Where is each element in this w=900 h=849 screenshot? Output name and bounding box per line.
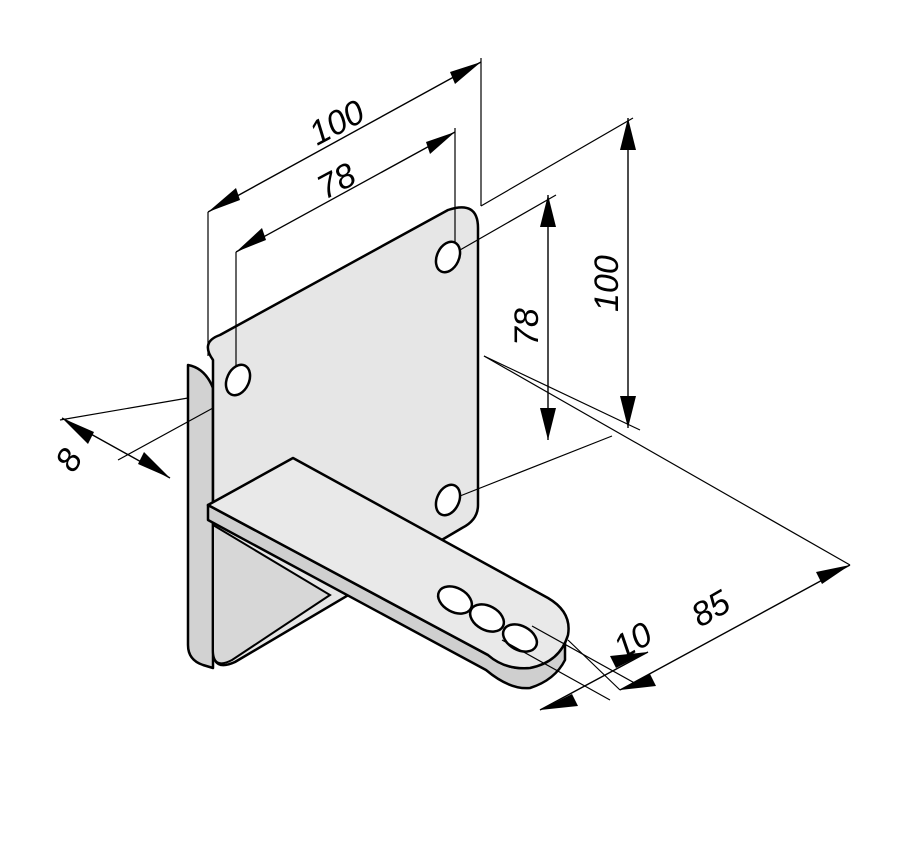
arm-under-shadow: [212, 523, 332, 665]
plate-hole-top-left: [224, 363, 252, 397]
dim-hole-spacing-horizontal-label: 78: [311, 156, 362, 207]
arrowheads: [62, 62, 850, 710]
plate-side-face: [186, 363, 215, 670]
dim-plate-width-label: 100: [303, 93, 371, 153]
plate-hole-bottom-right: [434, 483, 462, 517]
plate-hole-top-right: [434, 240, 462, 274]
dim-plate-thickness-label: 8: [48, 443, 90, 478]
extension-lines: [59, 58, 851, 701]
dimension-lines: [61, 61, 851, 711]
dim-plate-height-label: 100: [588, 255, 626, 312]
dim-hole-spacing-vertical-label: 78: [508, 308, 546, 346]
dim-arm-length-label: 85: [685, 583, 737, 635]
arm-hole-2: [468, 603, 506, 633]
